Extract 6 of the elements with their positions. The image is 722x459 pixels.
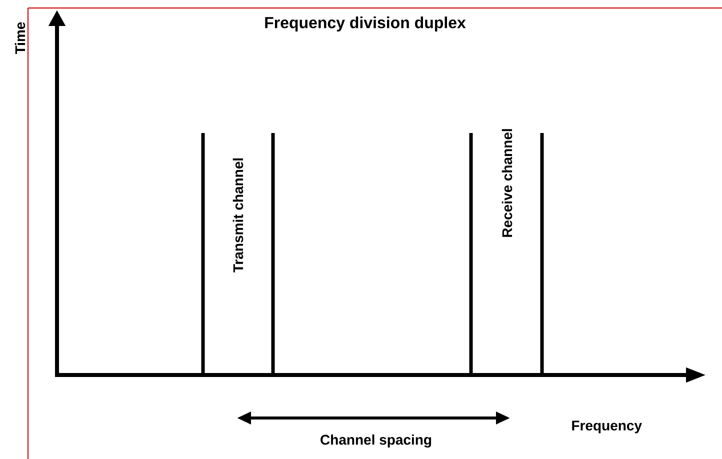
axis-label: Frequency — [572, 420, 642, 434]
axis-label: Time — [14, 22, 26, 54]
title: Frequency division duplex — [265, 16, 466, 32]
axis-label: Channel spacing — [320, 434, 432, 448]
axis-label: Transmit channel — [232, 158, 244, 272]
axis-label: Receive channel — [502, 129, 512, 237]
